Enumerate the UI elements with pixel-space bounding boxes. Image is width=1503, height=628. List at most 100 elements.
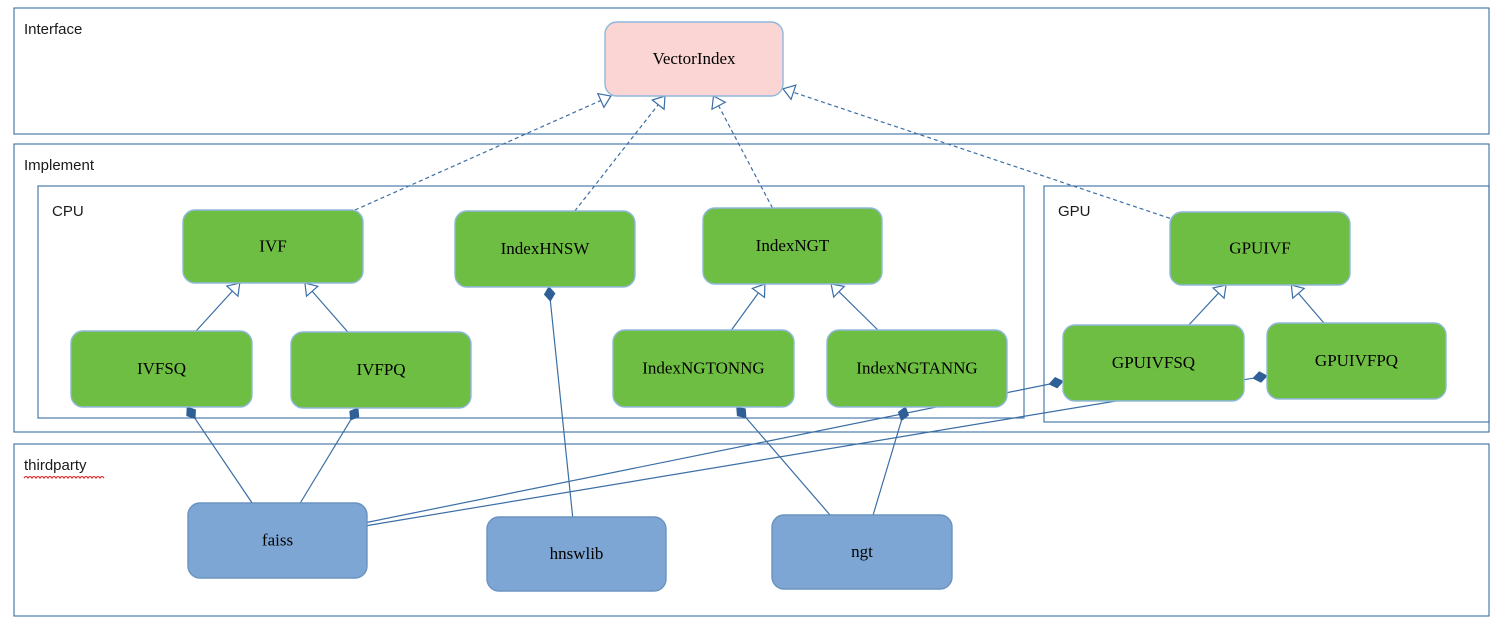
group-label-gpu: GPU (1058, 203, 1091, 220)
node-indexhnsw[interactable]: IndexHNSW (454, 210, 636, 288)
edge-line (549, 300, 574, 518)
group-label-implement: Implement (24, 157, 95, 174)
edge-line (195, 290, 233, 332)
edge-line (730, 292, 759, 331)
node-ivfpq[interactable]: IVFPQ (290, 331, 472, 409)
edge-line (574, 104, 659, 212)
node-indexngt[interactable]: IndexNGT (702, 207, 883, 285)
open-triangle-arrowhead-icon (1290, 284, 1306, 300)
edge-ivfsq-to-ivf (195, 282, 241, 332)
edge-line (354, 99, 602, 211)
edge-line (299, 419, 352, 504)
node-indexngtanng[interactable]: IndexNGTANNG (826, 329, 1008, 408)
node-label-gpuivf: GPUIVF (1229, 238, 1290, 257)
edge-faiss-to-ivfsq (186, 406, 253, 504)
group-label-thirdparty: thirdparty (24, 457, 87, 474)
open-triangle-arrowhead-icon (711, 95, 727, 111)
group-cpu: CPU (37, 185, 1025, 419)
edge-line (718, 105, 774, 209)
node-label-ivfsq: IVFSQ (137, 359, 186, 378)
node-box-ivfsq[interactable] (70, 330, 253, 408)
edge-gpuivfpq-to-gpuivf (1290, 284, 1325, 324)
edge-line (745, 417, 831, 516)
edge-line (1298, 292, 1325, 324)
filled-diamond-arrowhead-icon (186, 406, 196, 420)
edge-line (366, 377, 1254, 527)
filled-diamond-arrowhead-icon (736, 406, 747, 419)
group-box-cpu (37, 185, 1025, 419)
edge-line (194, 418, 253, 504)
node-ngt[interactable]: ngt (771, 514, 953, 590)
node-label-hnswlib: hnswlib (550, 544, 604, 563)
node-ivf[interactable]: IVF (182, 209, 364, 284)
filled-diamond-arrowhead-icon (1048, 377, 1064, 389)
edge-hnswlib-to-indexhnsw (543, 286, 574, 518)
node-box-ngt[interactable] (771, 514, 953, 590)
open-triangle-arrowhead-icon (225, 282, 241, 298)
node-box-indexngtonng[interactable] (612, 329, 795, 408)
group-box-gpu (1043, 185, 1490, 423)
node-box-ivfpq[interactable] (290, 331, 472, 409)
node-label-indexngtonng: IndexNGTONNG (642, 358, 764, 377)
node-label-ngt: ngt (851, 542, 873, 561)
group-label-cpu: CPU (52, 203, 84, 220)
node-label-ivf: IVF (259, 236, 286, 255)
filled-diamond-arrowhead-icon (897, 406, 910, 422)
open-triangle-arrowhead-icon (596, 92, 612, 109)
node-box-gpuivfpq[interactable] (1266, 322, 1447, 400)
filled-diamond-arrowhead-icon (543, 286, 556, 302)
filled-diamond-arrowhead-icon (1252, 371, 1268, 383)
open-triangle-arrowhead-icon (781, 84, 797, 101)
node-indexngtonng[interactable]: IndexNGTONNG (612, 329, 795, 408)
node-gpuivfpq[interactable]: GPUIVFPQ (1266, 322, 1447, 400)
node-box-indexngt[interactable] (702, 207, 883, 285)
node-label-vectorindex: VectorIndex (652, 49, 736, 68)
group-label-interface: Interface (24, 21, 82, 38)
edge-line (872, 420, 903, 516)
node-label-faiss: faiss (262, 530, 293, 549)
edge-faiss-to-ivfpq (299, 407, 360, 504)
node-ivfsq[interactable]: IVFSQ (70, 330, 253, 408)
node-label-gpuivfpq: GPUIVFPQ (1315, 351, 1398, 370)
edge-gpuivfsq-to-gpuivf (1188, 284, 1227, 326)
edge-ivf-to-vectorindex (354, 92, 612, 211)
node-vectorindex[interactable]: VectorIndex (604, 21, 784, 97)
edge-gpuivf-to-vectorindex (781, 84, 1171, 219)
open-triangle-arrowhead-icon (304, 282, 320, 298)
edge-line (311, 290, 349, 333)
node-box-ivf[interactable] (182, 209, 364, 284)
edge-line (793, 91, 1171, 219)
node-label-gpuivfsq: GPUIVFSQ (1112, 353, 1195, 372)
node-box-gpuivfsq[interactable] (1062, 324, 1245, 402)
node-box-indexhnsw[interactable] (454, 210, 636, 288)
edge-ivfpq-to-ivf (304, 282, 349, 333)
node-box-gpuivf[interactable] (1169, 211, 1351, 286)
edge-line (838, 291, 879, 331)
node-box-vectorindex[interactable] (604, 21, 784, 97)
spellcheck-underline-thirdparty (23, 475, 105, 480)
node-box-hnswlib[interactable] (486, 516, 667, 592)
node-label-ivfpq: IVFPQ (356, 360, 405, 379)
node-gpuivf[interactable]: GPUIVF (1169, 211, 1351, 286)
edge-indexhnsw-to-vectorindex (574, 95, 666, 212)
open-triangle-arrowhead-icon (830, 283, 846, 299)
node-box-faiss[interactable] (187, 502, 368, 579)
edge-line (1188, 292, 1219, 326)
edge-indexngt-to-vectorindex (711, 95, 774, 209)
node-gpuivfsq[interactable]: GPUIVFSQ (1062, 324, 1245, 402)
node-box-indexngtanng[interactable] (826, 329, 1008, 408)
open-triangle-arrowhead-icon (751, 283, 766, 299)
filled-diamond-arrowhead-icon (349, 407, 360, 421)
open-triangle-arrowhead-icon (1211, 284, 1227, 300)
node-label-indexngt: IndexNGT (756, 236, 830, 255)
edge-indexngtanng-to-indexngt (830, 283, 879, 331)
node-faiss[interactable]: faiss (187, 502, 368, 579)
edge-ngt-to-indexngtonng (736, 406, 831, 516)
open-triangle-arrowhead-icon (651, 95, 666, 111)
node-hnswlib[interactable]: hnswlib (486, 516, 667, 592)
group-gpu: GPU (1043, 185, 1490, 423)
edge-faiss-to-gpuivfpq (366, 371, 1268, 527)
